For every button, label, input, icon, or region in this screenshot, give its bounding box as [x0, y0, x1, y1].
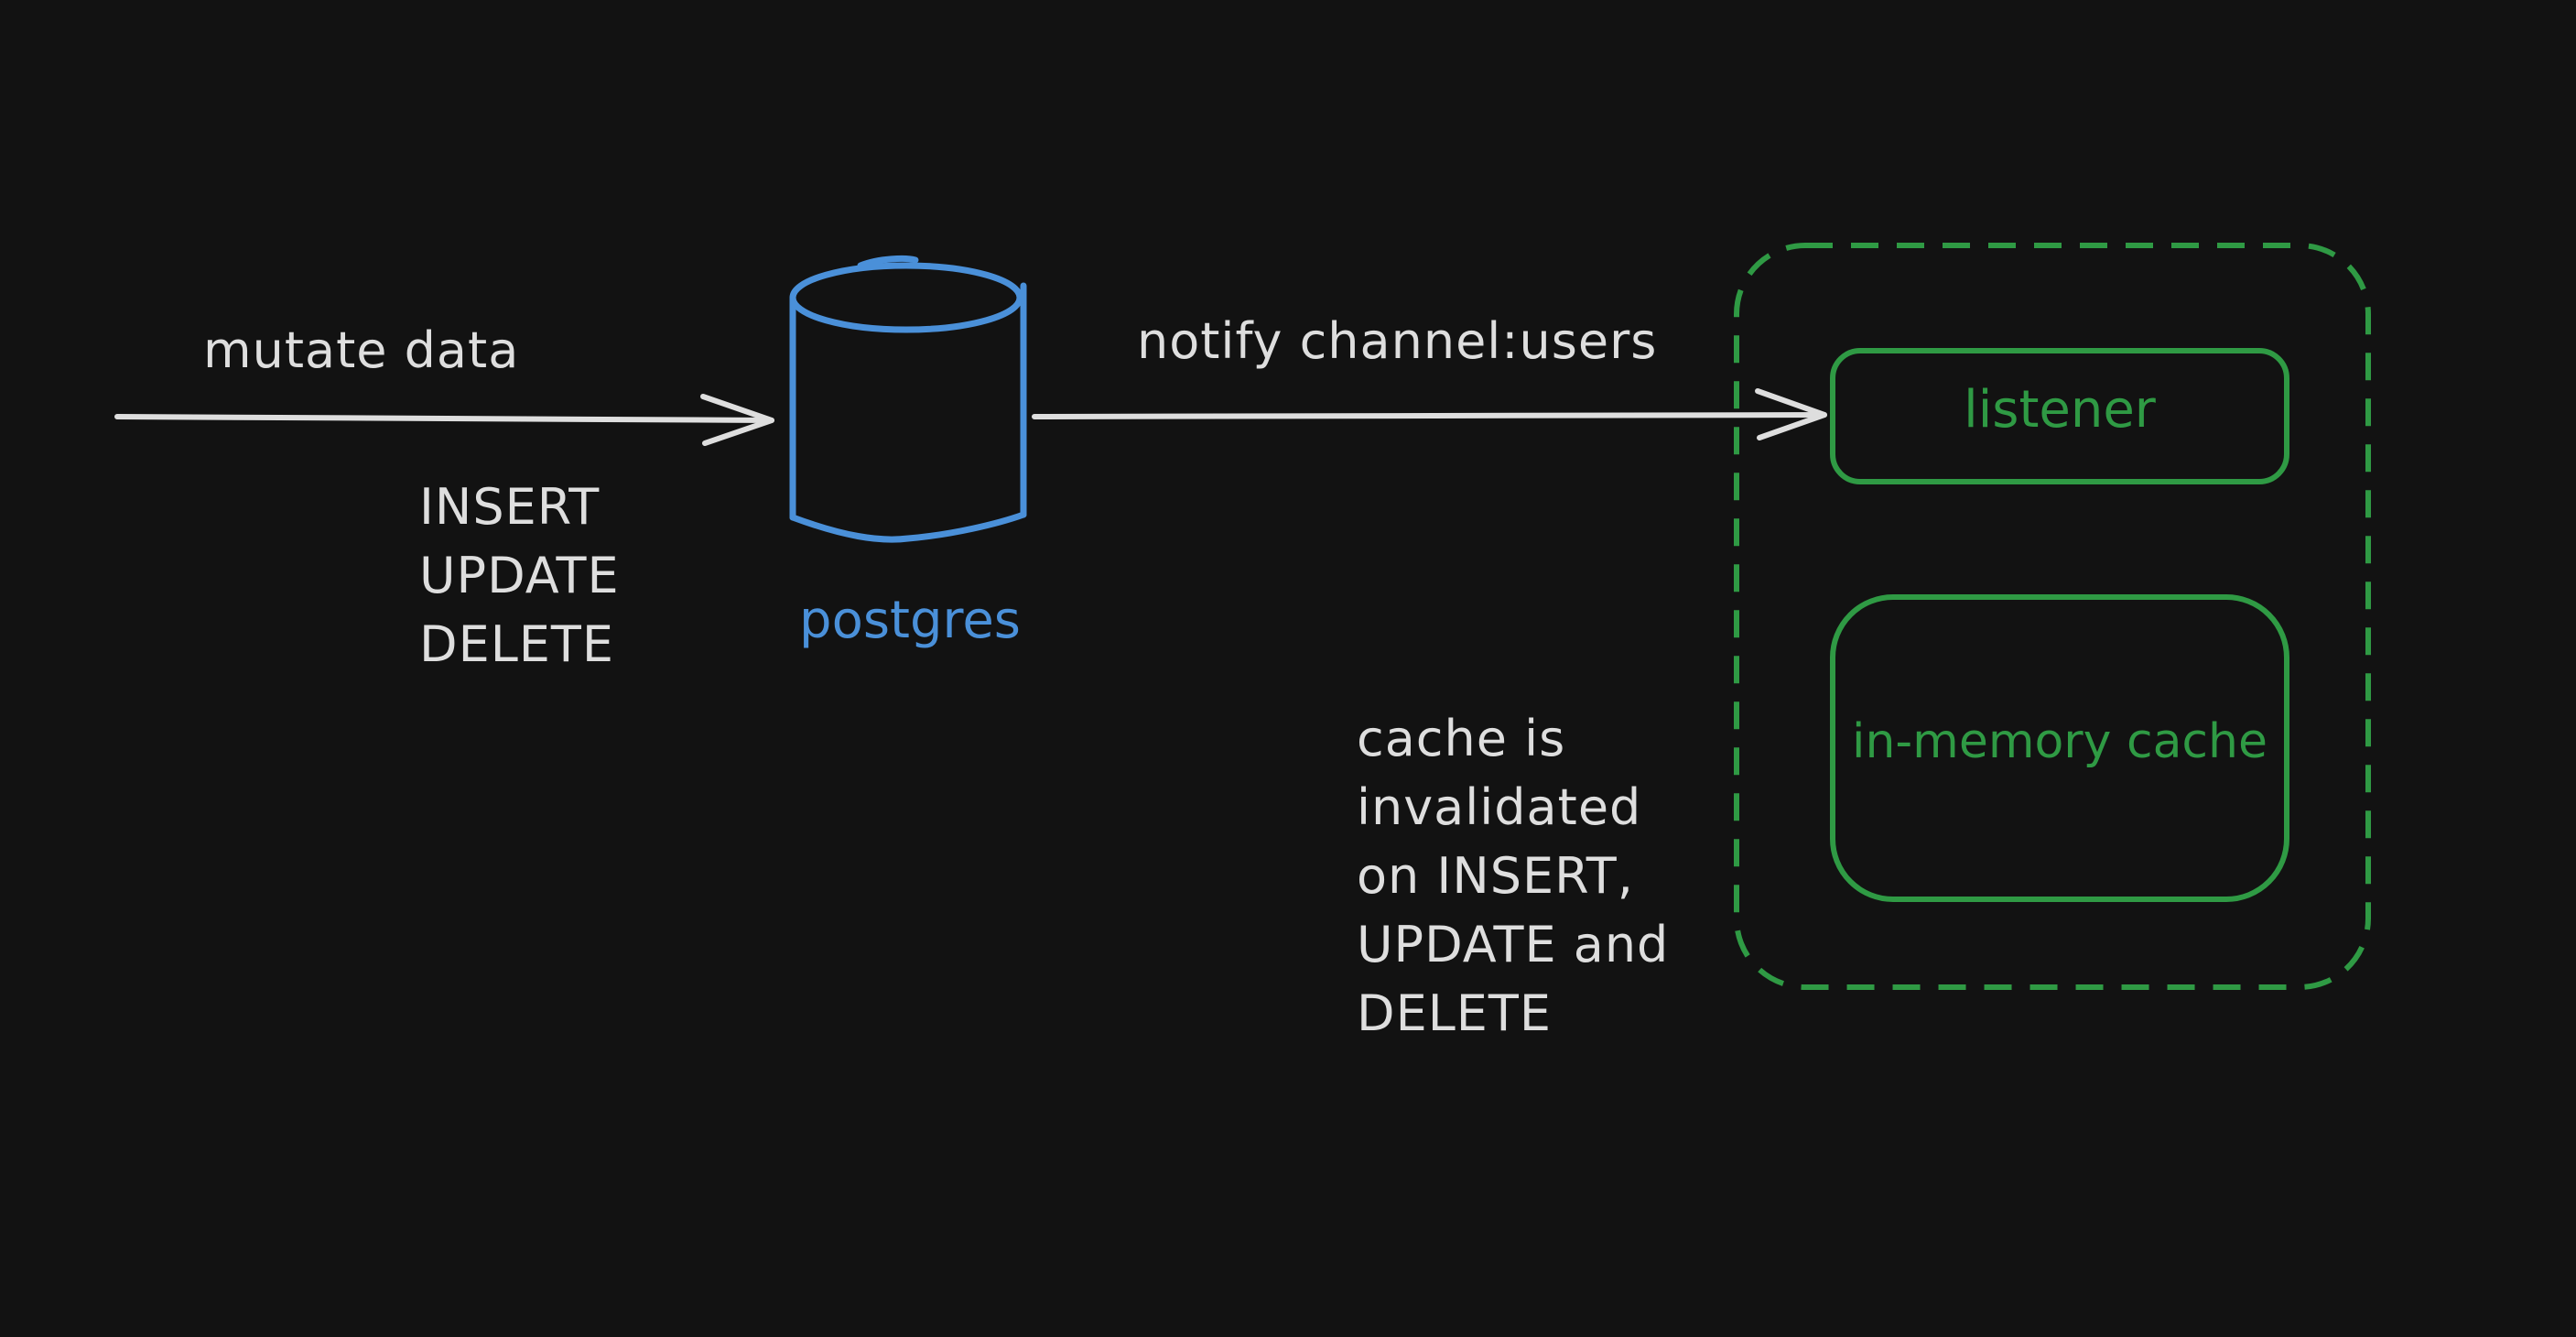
listener-box [1830, 348, 2289, 484]
note-line: UPDATE and [1357, 916, 1670, 973]
cache-label: in-memory cache [1852, 714, 2268, 769]
operation-insert: INSERT [419, 478, 601, 536]
operation-update: UPDATE [419, 547, 620, 604]
mutate-data-label: mutate data [203, 321, 520, 379]
mutate-arrow [114, 394, 774, 446]
notify-channel-label: notify channel:users [1137, 312, 1658, 370]
notify-arrow [1032, 388, 1827, 440]
cache-box [1830, 594, 2289, 902]
service-group-container [1734, 243, 2371, 990]
database-cylinder-icon [789, 255, 1027, 543]
note-line: DELETE [1357, 984, 1553, 1042]
database-label: postgres [799, 591, 1021, 650]
note-line: on INSERT, [1357, 847, 1634, 905]
cache-invalidation-note: cache is invalidated on INSERT, UPDATE a… [1357, 704, 1669, 1048]
operation-delete: DELETE [419, 615, 615, 673]
note-line: invalidated [1357, 778, 1642, 836]
listener-label: listener [1964, 380, 2156, 440]
note-line: cache is [1357, 710, 1566, 767]
operations-list: INSERT UPDATE DELETE [419, 473, 620, 679]
